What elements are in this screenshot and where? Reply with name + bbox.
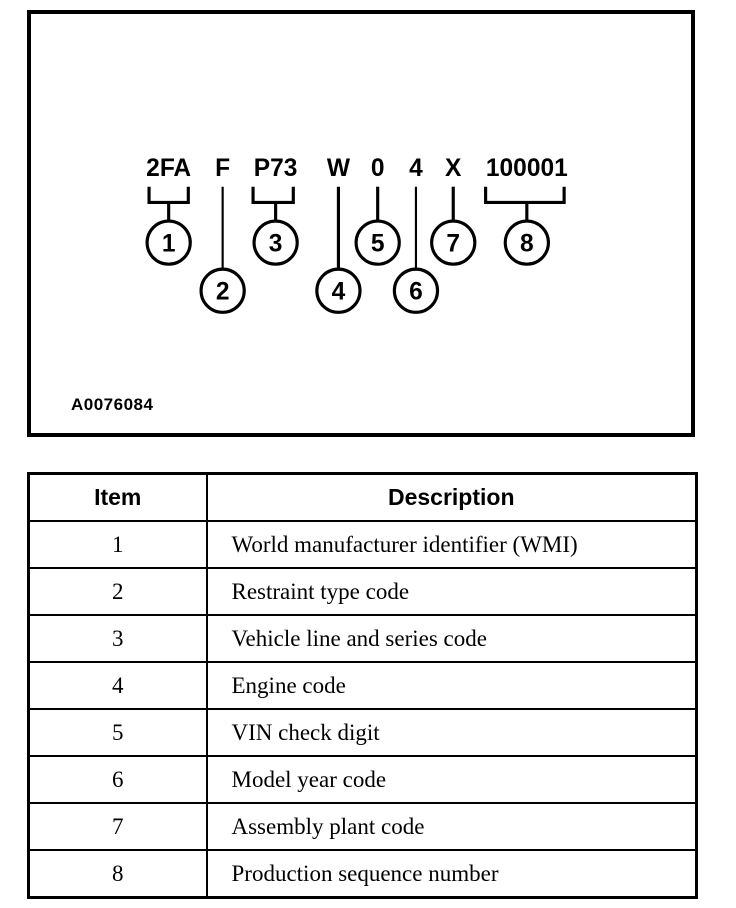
vin-segment-text-5: 0 [371,155,385,182]
vin-legend-table: Item Description 1 World manufacturer id… [27,472,698,899]
cell-description: Restraint type code [205,567,698,616]
bracket-3 [251,186,295,204]
bracket-1 [147,186,190,204]
bracket-8 [484,186,566,204]
cell-description: Production sequence number [205,849,698,899]
cell-description: VIN check digit [205,708,698,757]
vin-segment-text-2: F [215,155,230,182]
callout-number-2: 2 [216,279,230,306]
vin-segment-text-8: 100001 [486,155,568,182]
vin-segment-text-3: P73 [254,155,298,182]
table-row: 8 Production sequence number [27,849,698,899]
callout-circle-2 [199,267,246,314]
table-header-row: Item Description [27,472,698,522]
callout-circle-8 [503,219,550,266]
vin-figure-panel: 2FA F P73 W 0 4 X 100001 1 3 [27,10,695,437]
table-row: 1 World manufacturer identifier (WMI) [27,520,698,569]
column-header-item: Item [27,472,208,522]
callout-circle-7 [430,219,477,266]
column-header-description: Description [205,472,698,522]
cell-item: 5 [27,708,208,757]
vin-segment-text-7: X [445,155,462,182]
cell-item: 2 [27,567,208,616]
callout-number-8: 8 [520,230,534,257]
cell-description: Assembly plant code [205,802,698,851]
figure-id-label: A0076084 [71,395,154,414]
table-row: 6 Model year code [27,755,698,804]
callout-number-7: 7 [446,230,460,257]
callout-circle-4 [315,267,362,314]
cell-item: 1 [27,520,208,569]
callout-circle-6 [392,267,440,314]
callout-number-6: 6 [409,279,423,306]
cell-item: 7 [27,802,208,851]
cell-item: 8 [27,849,208,899]
table-row: 3 Vehicle line and series code [27,614,698,663]
table-row: 2 Restraint type code [27,567,698,616]
cell-item: 3 [27,614,208,663]
table-row: 5 VIN check digit [27,708,698,757]
vin-segment-text-6: 4 [409,155,423,182]
vin-segment-text-1: 2FA [146,155,191,182]
cell-item: 6 [27,755,208,804]
callout-circle-3 [252,219,299,266]
callout-circle-1 [145,219,192,266]
cell-description: Engine code [205,661,698,710]
cell-description: Vehicle line and series code [205,614,698,663]
callout-number-4: 4 [332,279,346,306]
callout-circle-5 [354,219,401,266]
callout-number-1: 1 [162,230,176,257]
table-row: 4 Engine code [27,661,698,710]
cell-description: Model year code [205,755,698,804]
table-row: 7 Assembly plant code [27,802,698,851]
cell-description: World manufacturer identifier (WMI) [205,520,698,569]
cell-item: 4 [27,661,208,710]
vin-breakdown-diagram: 2FA F P73 W 0 4 X 100001 1 3 [145,155,568,314]
callout-number-5: 5 [371,230,385,257]
callout-number-3: 3 [269,230,283,257]
vin-segment-text-4: W [327,155,351,182]
